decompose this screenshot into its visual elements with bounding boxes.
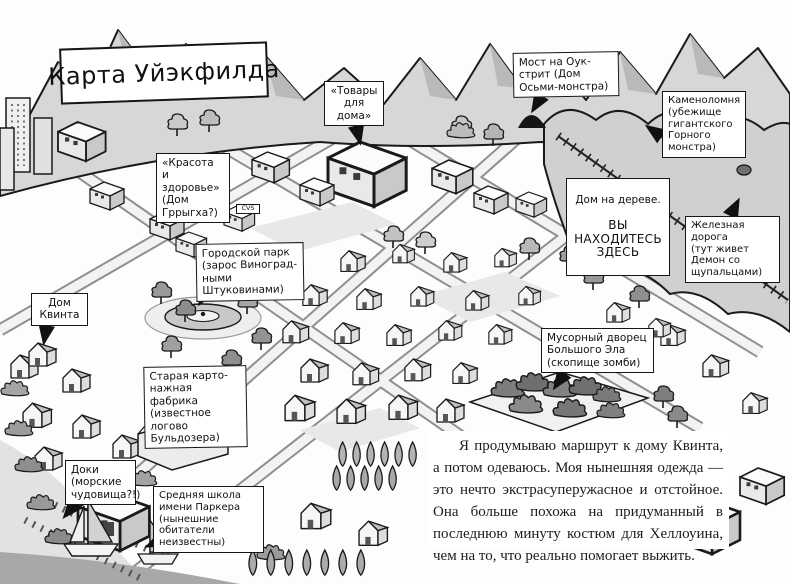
label-city-park: Городской парк (зарос Виноград- ными Шту… — [195, 242, 305, 302]
fountain — [200, 311, 206, 317]
narration-text: Я продумываю маршрут к дому Квинта, а по… — [433, 438, 723, 565]
treehouse-label-line: Дом на дереве. — [575, 194, 661, 207]
label-cardboard-factory: Старая карто- нажная фабрика (известное … — [143, 365, 248, 450]
label-docks: Доки (морские чудовища?!) — [65, 460, 140, 506]
cvs-sign: CVS — [236, 204, 260, 214]
label-oak-street-bridge: Мост на Оук- стрит (Дом Осьми-монстра) — [512, 51, 620, 99]
label-junk-palace: Мусорный дворец Большого Эла (скопище зо… — [541, 328, 654, 374]
you-are-here-text: ВЫ НАХОДИТЕСЬ ЗДЕСЬ — [574, 218, 662, 259]
label-treehouse-you-are-here: Дом на дереве. ВЫ НАХОДИТЕСЬ ЗДЕСЬ — [566, 178, 670, 276]
tunnel — [518, 115, 546, 128]
school-building — [76, 490, 151, 553]
label-beauty-health: «Красота и здоровье» (Дом Гррыгха?) — [156, 153, 230, 223]
city-towers — [0, 97, 107, 191]
map-title: Карта Уйэкфилда — [48, 41, 280, 105]
label-school: Средняя школа имени Паркера (нынешние об… — [153, 486, 264, 553]
label-quarry: Каменоломня (убежище гигантского Горного… — [662, 91, 746, 158]
label-household-goods: «Товары для дома» — [324, 81, 384, 127]
narration-panel: Я продумываю маршрут к дому Квинта, а по… — [427, 431, 729, 564]
junk-palace-area — [467, 371, 651, 433]
mountain-monster — [736, 164, 752, 176]
label-railroad: Железная дорога (тут живет Демон со щупа… — [685, 216, 780, 283]
label-quint-house: Дом Квинта — [31, 293, 88, 326]
